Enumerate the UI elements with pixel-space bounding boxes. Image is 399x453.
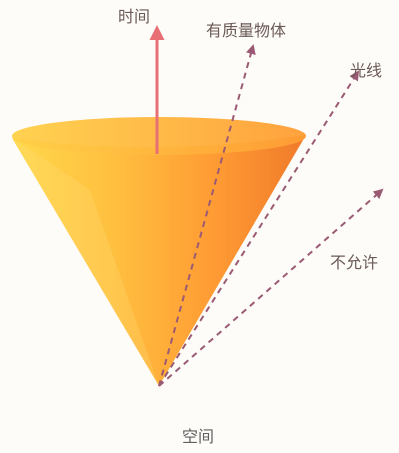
- light-ray-label: 光线: [350, 61, 382, 80]
- massive-object-label: 有质量物体: [206, 21, 286, 40]
- time-axis-label: 时间: [118, 7, 150, 26]
- light-cone-top: [12, 117, 306, 155]
- not-allowed-label: 不允许: [330, 253, 378, 272]
- space-label: 空间: [182, 427, 214, 446]
